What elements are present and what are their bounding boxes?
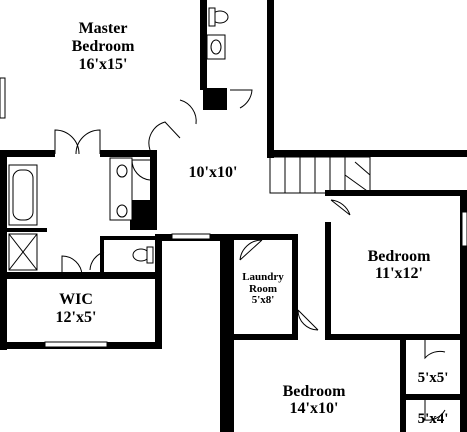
- door-hall-top: [179, 99, 197, 125]
- wall-stair-top: [267, 150, 467, 157]
- fixtures: [8, 7, 229, 271]
- wall-bath-bottom: [203, 88, 227, 110]
- window-master-left: [0, 77, 6, 119]
- hall-size: 10'x10': [189, 164, 238, 181]
- bedroom-bottom-name: Bedroom: [283, 383, 346, 400]
- sink-icon: [206, 34, 226, 60]
- bathtub-icon: [8, 164, 38, 226]
- toilet-icon: [132, 246, 154, 264]
- master-bedroom-name-1: Master: [79, 20, 128, 37]
- wall-closet-divider: [400, 334, 406, 432]
- wall-laundry-left: [220, 234, 234, 432]
- wall-hallcloset-top: [100, 236, 160, 240]
- wall-shower-top: [7, 228, 47, 232]
- window-wic: [44, 341, 108, 348]
- door-bath2-side: [131, 159, 151, 181]
- window-hall: [171, 233, 211, 240]
- door-hallcloset: [89, 251, 105, 271]
- wic-name: WIC: [59, 291, 93, 308]
- door-master-2: [75, 129, 101, 155]
- wall-bedroom-right-top: [325, 190, 467, 196]
- toilet-icon: [208, 7, 229, 27]
- laundry-name-1: Laundry: [242, 271, 284, 283]
- door-master-hall: [148, 121, 181, 151]
- wall-closet-mid: [400, 394, 467, 400]
- bedroom-right-name: Bedroom: [368, 248, 431, 265]
- wall-wic-right: [155, 236, 162, 346]
- shower-icon: [8, 233, 38, 271]
- bedroom-right-size: 11'x12': [375, 265, 423, 282]
- wall-master-right: [200, 0, 207, 90]
- windows: [0, 77, 467, 348]
- wall-laundry-bottom: [234, 334, 298, 340]
- laundry-name-2: Room: [249, 283, 277, 295]
- master-bedroom-size: 16'x15': [79, 56, 128, 73]
- laundry-size: 5'x8': [252, 294, 275, 306]
- door-bedroom-right: [330, 199, 351, 216]
- wall-left-outer: [0, 150, 7, 350]
- labels: Master Bedroom 16'x15' 10'x10' Bedroom 1…: [56, 20, 449, 427]
- wall-master-bottom-mid: [100, 150, 150, 157]
- door-laundry: [239, 239, 263, 261]
- wall-bedroom-right-left: [325, 222, 331, 340]
- door-closet-b: [424, 400, 446, 421]
- wall-laundry-right: [292, 234, 298, 340]
- wic-size: 12'x5': [56, 309, 97, 326]
- wall-master-bottom-left: [0, 150, 55, 157]
- bedroom-bottom-size: 14'x10': [290, 400, 339, 417]
- closet-b-size: 5'x4': [418, 411, 449, 427]
- wall-bedroom-right-bottom: [325, 334, 467, 340]
- door-closet-a: [424, 340, 446, 360]
- wall-bath-top: [267, 0, 274, 158]
- door-laundry-side: [297, 309, 319, 331]
- stairs: [269, 156, 371, 194]
- wall-laundry-top: [234, 234, 298, 240]
- window-bedroom-right: [461, 211, 467, 247]
- master-bedroom-name-2: Bedroom: [72, 38, 135, 55]
- closet-a-size: 5'x5': [418, 370, 449, 386]
- wall-right-outer: [460, 190, 467, 432]
- wall-bath2-bottom: [7, 272, 157, 279]
- wall-hallcloset-left: [100, 236, 104, 276]
- wall-bath2-mid: [130, 200, 150, 230]
- door-bath-top: [230, 89, 253, 109]
- door-wic: [61, 255, 83, 276]
- door-master-1: [54, 129, 80, 155]
- vanity-icon: [109, 157, 133, 221]
- wall-bath2-right: [150, 150, 157, 230]
